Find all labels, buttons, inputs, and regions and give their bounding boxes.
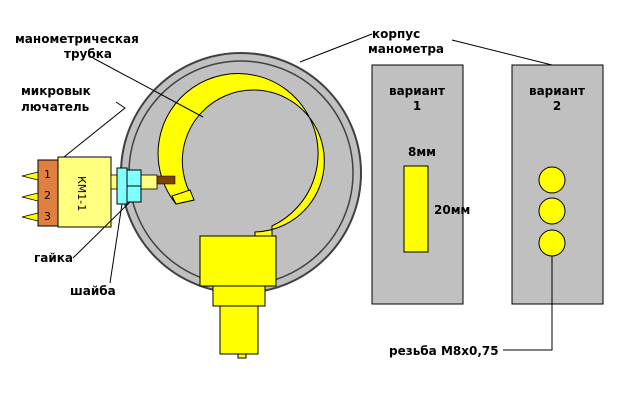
tube-leader: [92, 57, 204, 118]
body-leader-2: [451, 39, 553, 66]
switch-pin-2-label: 2: [44, 189, 51, 202]
thread-label: резьба М8х0,75: [389, 344, 499, 358]
variant2-hole-3: [538, 229, 566, 257]
fitting-stem: [219, 305, 259, 355]
thread-leader: [503, 256, 553, 351]
washer-label: шайба: [70, 284, 116, 298]
fitting-neck: [212, 285, 266, 307]
variant1-slot: [403, 165, 429, 253]
body-label-line1: корпус: [372, 27, 420, 41]
variant2-title: вариант: [529, 84, 585, 98]
switch-leader: [63, 101, 126, 158]
body-leader: [299, 33, 373, 63]
switch-pin-1-label: 1: [44, 168, 51, 181]
switch-pin-2: [21, 192, 39, 202]
microswitch: 1 2 3 КМ1-1: [21, 156, 158, 228]
body-label-line2: манометра: [368, 42, 444, 56]
nut-label: гайка: [34, 251, 73, 265]
variant1-title: вариант: [389, 84, 445, 98]
switch-model-label: КМ1-1: [75, 176, 88, 211]
variant2-number: 2: [553, 99, 561, 113]
variant1-height-label: 20мм: [434, 203, 470, 217]
tube-label-line1: манометрическая: [15, 32, 139, 46]
switch-label-line2: лючатель: [21, 100, 90, 114]
variant1-number: 1: [413, 99, 421, 113]
tube-label-line2: трубка: [64, 47, 112, 61]
switch-body: [57, 156, 112, 228]
switch-pin-3: [21, 212, 39, 222]
washer-leader: [109, 203, 123, 284]
variant2-hole-2: [538, 197, 566, 225]
fitting-block: [199, 235, 277, 287]
fitting-tip: [237, 353, 247, 359]
tube-pin: [154, 175, 176, 185]
variant1-width-label: 8мм: [408, 145, 436, 159]
washer-part: [116, 167, 128, 205]
switch-pin-3-label: 3: [44, 210, 51, 223]
switch-pin-1: [21, 171, 39, 181]
switch-label-line1: микровык: [21, 84, 91, 98]
variant2-hole-1: [538, 166, 566, 194]
